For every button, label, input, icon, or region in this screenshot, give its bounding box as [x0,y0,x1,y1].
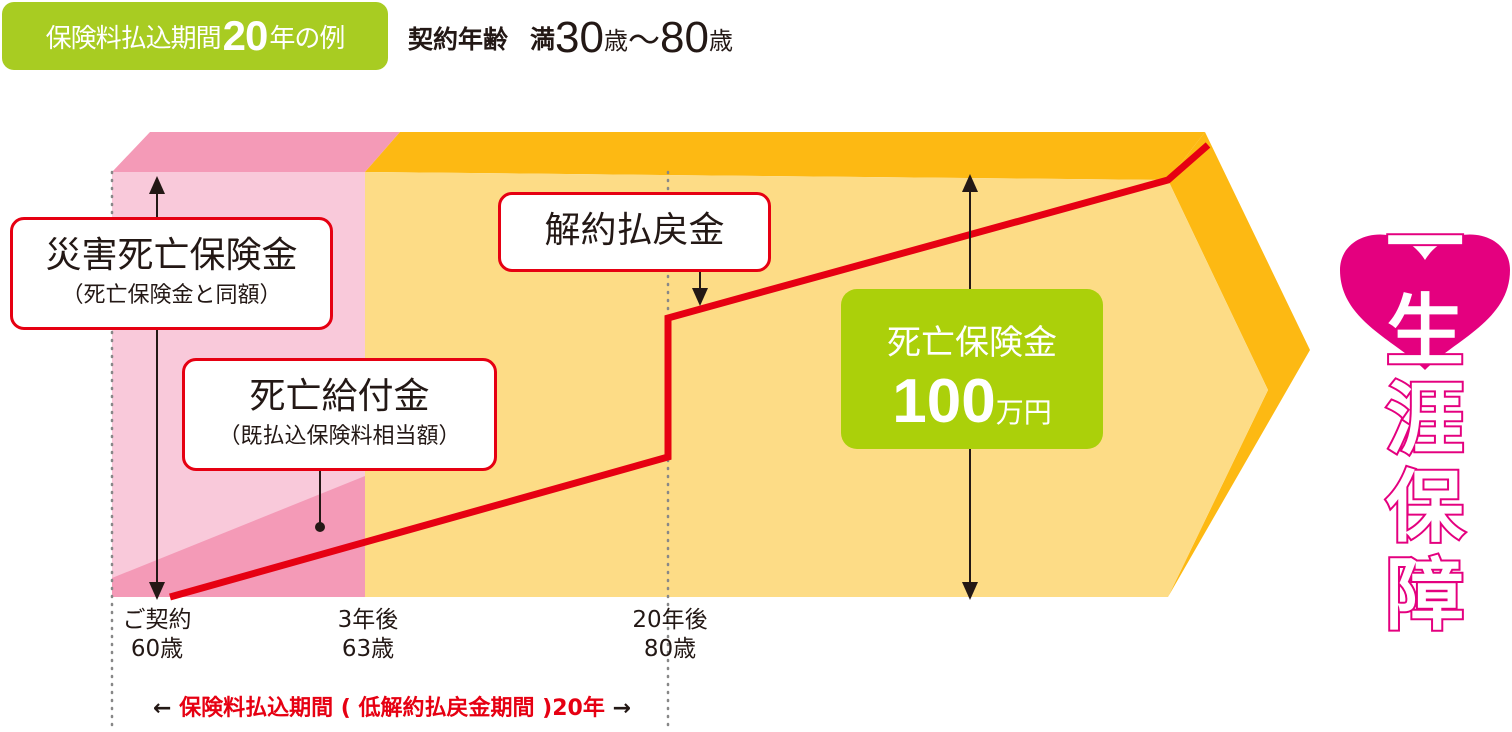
pink-payment-wedge [112,476,365,597]
right-arrow-icon: → [612,696,631,721]
tag-prefix: 保険料払込期間 [45,23,222,54]
death-benefit-title: 死亡給付金 [249,376,430,417]
axis-line1: 20年後 [632,607,708,633]
accident-title: 災害死亡保険金 [45,235,298,276]
death-ins-title: 死亡保険金 [887,323,1057,363]
axis-line1: ご契約 [122,607,192,633]
age-unit: 歳 [603,26,628,55]
age-max: 80 [660,13,709,62]
example-tag: 保険料払込期間 20 年の例 [2,2,388,70]
axis-line2: 60歳 [130,635,184,662]
contract-age: 契約年齢 満 30 歳 〜 80 歳 [408,10,733,66]
death-ins-amount: 100 [892,367,996,436]
left-arrow-icon: ← [153,696,172,721]
age-prefix: 満 [530,25,556,54]
lifetime-coverage-label: 一生涯保障 [1384,198,1466,642]
death-insurance-box: 死亡保険金 100万円 [841,289,1103,449]
surrender-box: 解約払戻金 [498,192,771,272]
payment-period: ← 保険料払込期間 ( 低解約払戻金期間 )20年 → [118,690,666,722]
yellow-front-face [365,172,1268,597]
age-unit: 歳 [708,26,733,55]
age-separator: 〜 [627,22,660,58]
age-min: 30 [555,13,604,62]
tag-years: 20 [222,12,269,59]
surrender-title: 解約払戻金 [544,210,725,251]
payment-period-text: 保険料払込期間 ( 低解約払戻金期間 )20年 [179,696,605,721]
death-benefit-dot [315,522,325,532]
death-ins-unit: 万円 [995,396,1052,429]
axis-line2: 63歳 [341,635,395,662]
axis-line2: 80歳 [643,635,697,662]
accident-sub: （死亡保険金と同額） [61,283,282,309]
orange-arrow-side [1168,132,1310,597]
death-benefit-box: 死亡給付金 （既払込保険料相当額） [182,358,497,471]
accident-death-box: 災害死亡保険金 （死亡保険金と同額） [10,217,333,330]
pink-top-band [112,132,400,172]
heart-icon [1340,234,1510,370]
death-benefit-sub: （既払込保険料相当額） [218,424,461,450]
tag-suffix: 年の例 [269,23,345,54]
value-line [169,142,1211,601]
axis-line1: 3年後 [337,607,399,633]
age-label: 契約年齢 [408,25,509,54]
orange-top-band [365,132,1205,180]
